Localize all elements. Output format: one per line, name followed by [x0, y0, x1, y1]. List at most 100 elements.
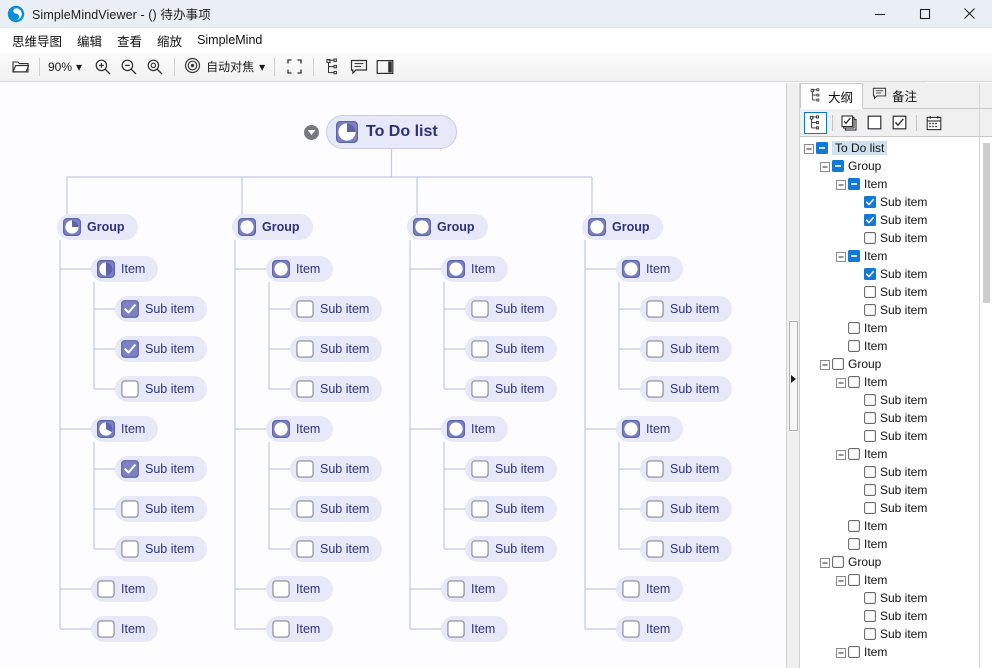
mindmap-node-subitem[interactable]: Sub item: [465, 336, 558, 362]
outline-row[interactable]: Sub item: [800, 427, 992, 445]
menu-item-3[interactable]: 缩放: [157, 34, 183, 49]
outline-row[interactable]: Sub item: [800, 607, 992, 625]
collapse-toggle-icon[interactable]: [836, 377, 846, 388]
outline-row[interactable]: Sub item: [800, 589, 992, 607]
checkbox-empty-icon[interactable]: [848, 538, 860, 550]
zoom-out-icon[interactable]: [116, 54, 142, 80]
checkbox-empty-icon[interactable]: [296, 340, 314, 358]
zoom-level-combo[interactable]: 90% ▾: [46, 60, 84, 74]
checkbox-empty-icon[interactable]: [848, 322, 860, 334]
mindmap-node-subitem[interactable]: Sub item: [115, 376, 208, 402]
mindmap-node-item[interactable]: Item: [91, 616, 159, 642]
mindmap-node-item[interactable]: Item: [616, 616, 684, 642]
checkbox-checked-icon-button[interactable]: [888, 112, 911, 134]
mindmap-node-subitem[interactable]: Sub item: [290, 496, 383, 522]
mindmap-node-item[interactable]: Item: [616, 256, 684, 282]
zoom-fit-icon[interactable]: [142, 54, 168, 80]
mindmap-node-item[interactable]: Item: [266, 416, 334, 442]
mindmap-node-subitem[interactable]: Sub item: [115, 296, 208, 322]
checkbox-empty-icon[interactable]: [646, 500, 664, 518]
checkbox-checked-icon[interactable]: [121, 340, 139, 358]
mindmap-node-item[interactable]: Item: [441, 616, 509, 642]
mindmap-node-subitem[interactable]: Sub item: [640, 336, 733, 362]
checkbox-empty-icon[interactable]: [97, 580, 115, 598]
outline-row[interactable]: Item: [800, 445, 992, 463]
checkbox-empty-icon[interactable]: [864, 412, 876, 424]
progress-pie-icon[interactable]: [413, 218, 431, 236]
mindmap-node-item[interactable]: Item: [266, 576, 334, 602]
outline-row[interactable]: Group: [800, 355, 992, 373]
checkbox-empty-icon[interactable]: [848, 520, 860, 532]
mindmap-node-subitem[interactable]: Sub item: [115, 336, 208, 362]
checkbox-empty-icon[interactable]: [121, 380, 139, 398]
checkbox-empty-icon[interactable]: [832, 358, 844, 370]
checkbox-empty-icon[interactable]: [864, 286, 876, 298]
checkbox-empty-icon[interactable]: [471, 460, 489, 478]
outline-row[interactable]: Item: [800, 643, 992, 661]
outline-row[interactable]: Group: [800, 553, 992, 571]
outline-tree-icon-button[interactable]: [804, 111, 827, 134]
collapse-toggle-icon[interactable]: [820, 359, 830, 370]
mindmap-node-item[interactable]: Item: [91, 576, 159, 602]
progress-pie-icon[interactable]: [272, 260, 290, 278]
checkbox-empty-icon[interactable]: [864, 610, 876, 622]
checkbox-checked-icon[interactable]: [864, 196, 876, 208]
checkbox-checked-icon[interactable]: [121, 460, 139, 478]
mindmap-node-subitem[interactable]: Sub item: [465, 376, 558, 402]
outline-row[interactable]: Item: [800, 535, 992, 553]
outline-row[interactable]: Sub item: [800, 409, 992, 427]
checkbox-partial-icon[interactable]: [816, 142, 828, 154]
checkbox-empty-icon[interactable]: [97, 620, 115, 638]
mindmap-node-item[interactable]: Item: [266, 256, 334, 282]
mindmap-node-subitem[interactable]: Sub item: [290, 296, 383, 322]
mindmap-node-root[interactable]: To Do list: [326, 115, 457, 149]
mindmap-node-group[interactable]: Group: [57, 214, 138, 240]
checkbox-empty-icon[interactable]: [622, 580, 640, 598]
checkbox-empty-icon[interactable]: [864, 502, 876, 514]
menu-item-0[interactable]: 思维导图: [12, 34, 63, 49]
progress-pie-icon[interactable]: [336, 121, 358, 143]
progress-pie-icon[interactable]: [97, 420, 115, 438]
checkbox-empty-icon[interactable]: [471, 380, 489, 398]
mindmap-node-item[interactable]: Item: [91, 416, 159, 442]
outline-scrollbar-thumb[interactable]: [983, 143, 990, 303]
collapse-toggle-icon[interactable]: [804, 143, 814, 154]
mindmap-node-subitem[interactable]: Sub item: [115, 536, 208, 562]
menu-item-2[interactable]: 查看: [117, 34, 143, 49]
collapse-toggle-icon[interactable]: [836, 449, 846, 460]
maximize-button[interactable]: [902, 0, 947, 28]
checkbox-partial-icon[interactable]: [832, 160, 844, 172]
checkbox-empty-icon[interactable]: [646, 300, 664, 318]
outline-row[interactable]: Item: [800, 571, 992, 589]
outline-row[interactable]: Sub item: [800, 283, 992, 301]
outline-row[interactable]: To Do list: [800, 139, 992, 157]
outline-row[interactable]: Sub item: [800, 265, 992, 283]
outline-row[interactable]: Item: [800, 175, 992, 193]
outline-scrollbar[interactable]: [982, 137, 991, 668]
zoom-in-icon[interactable]: [90, 54, 116, 80]
progress-pie-icon[interactable]: [447, 420, 465, 438]
collapse-toggle-icon[interactable]: [820, 557, 830, 568]
checkbox-empty-icon[interactable]: [832, 556, 844, 568]
mindmap-node-subitem[interactable]: Sub item: [465, 456, 558, 482]
checkbox-empty-icon[interactable]: [272, 580, 290, 598]
checkbox-empty-icon[interactable]: [447, 580, 465, 598]
checkbox-checked-icon[interactable]: [864, 268, 876, 280]
checkbox-empty-icon[interactable]: [646, 340, 664, 358]
mindmap-node-subitem[interactable]: Sub item: [290, 456, 383, 482]
progress-pie-icon[interactable]: [588, 218, 606, 236]
checkbox-stack-icon-button[interactable]: [838, 112, 861, 134]
outline-row[interactable]: Sub item: [800, 391, 992, 409]
splitter-grip[interactable]: [789, 321, 798, 431]
collapse-toggle-icon[interactable]: [836, 575, 846, 586]
outline-row[interactable]: Sub item: [800, 211, 992, 229]
checkbox-empty-icon[interactable]: [447, 620, 465, 638]
menu-item-1[interactable]: 编辑: [77, 34, 103, 49]
menu-item-4[interactable]: SimpleMind: [197, 33, 263, 47]
outline-row[interactable]: Item: [800, 337, 992, 355]
panel-splitter[interactable]: [786, 83, 800, 668]
collapse-toggle-icon[interactable]: [836, 179, 846, 190]
mindmap-node-item[interactable]: Item: [266, 616, 334, 642]
collapse-toggle-icon[interactable]: [836, 251, 846, 262]
